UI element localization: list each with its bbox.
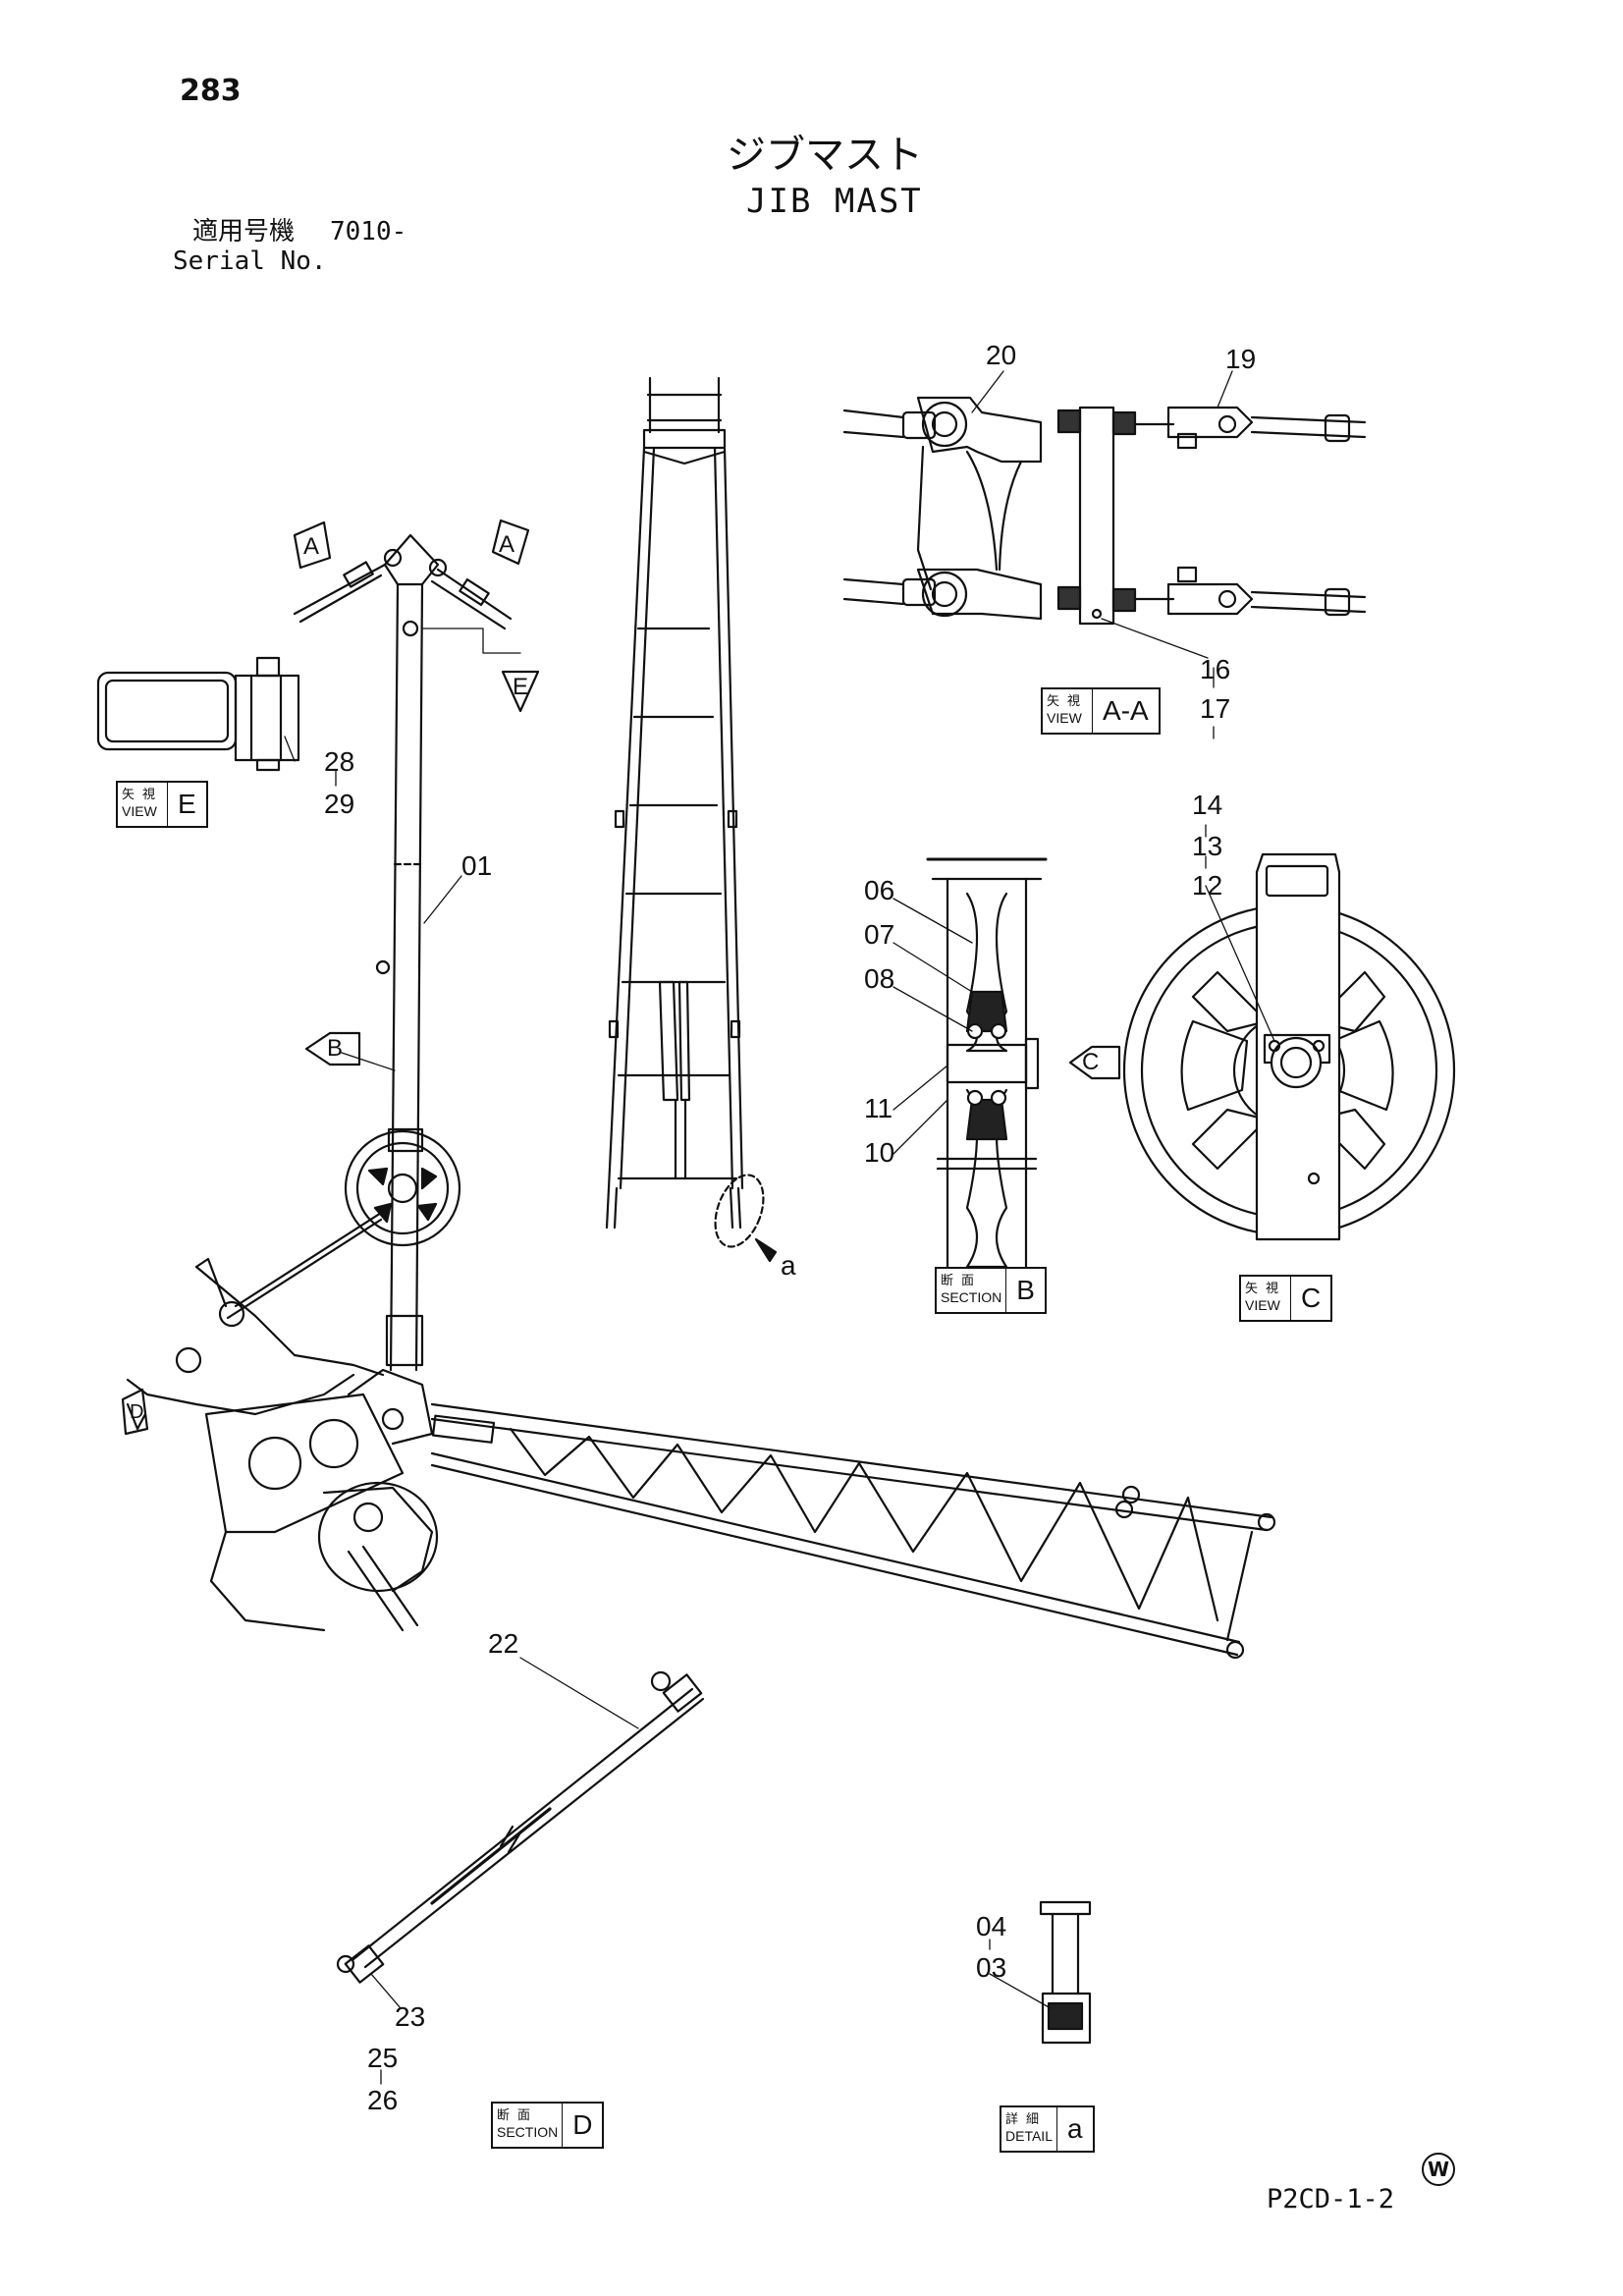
main-mast (293, 533, 521, 1372)
label-kanji: 詳細 (1005, 2112, 1048, 2128)
callout-11: 11 (864, 1093, 893, 1123)
label-kanji: 矢視 (122, 788, 164, 803)
callout-10: 10 (864, 1137, 895, 1168)
label-letter: E (178, 789, 196, 819)
view-c-drawing (1122, 852, 1456, 1241)
view-arrow-a-left (293, 520, 332, 570)
serial-value: 7010- (330, 217, 407, 246)
label-kind: VIEW (122, 803, 157, 820)
label-kind: DETAIL (1005, 2128, 1053, 2145)
label-letter: a (1066, 2113, 1083, 2144)
label-letter: C (1301, 1283, 1322, 1313)
serial-label-en: Serial No. (173, 246, 327, 276)
label-letter: D (572, 2109, 593, 2140)
title-english: JIB MAST (746, 182, 923, 221)
view-e-drawing (96, 656, 300, 772)
callout-23: 23 (395, 2001, 426, 2032)
callout-17: 17 (1200, 693, 1231, 724)
label-kanji: 矢視 (1245, 1282, 1287, 1297)
title-japanese: ジブマスト (727, 133, 923, 178)
callout-29: 29 (324, 789, 355, 819)
label-kanji: 断面 (941, 1274, 983, 1289)
callout-06: 06 (864, 875, 895, 905)
drawing-code: P2CD-1-2 (1267, 2184, 1395, 2214)
label-kanji: 断面 (497, 2108, 539, 2124)
label-kanji: 矢視 (1047, 694, 1089, 710)
serial-label-jp: 適用号機 (192, 217, 296, 246)
callout-13: 13 (1192, 831, 1223, 861)
callout-07: 07 (864, 919, 895, 950)
detail-a-drawing (1039, 1900, 1092, 2045)
arrow-letter-a-right: A (499, 531, 515, 558)
label-kind: VIEW (1047, 710, 1082, 727)
view-arrow-e (501, 670, 540, 713)
arrow-letter-b: B (327, 1035, 344, 1062)
label-kind: SECTION (497, 2124, 559, 2141)
jib-front-elevation (605, 376, 778, 1263)
page-number: 283 (180, 74, 242, 108)
label-letter: B (1016, 1275, 1035, 1305)
callout-25: 25 (367, 2043, 399, 2073)
callout-a: a (781, 1250, 796, 1281)
view-a-a-drawing (842, 396, 1367, 626)
callout-04: 04 (976, 1911, 1007, 1941)
section-d-drawing (336, 1670, 705, 1984)
callout-28: 28 (324, 746, 355, 777)
callout-16: 16 (1200, 654, 1231, 684)
label-letter: A-A (1103, 695, 1149, 726)
callout-14: 14 (1192, 790, 1223, 820)
callout-12: 12 (1192, 870, 1223, 901)
callout-03: 03 (976, 1952, 1007, 1983)
arrow-letter-e: E (513, 674, 529, 700)
callout-22: 22 (488, 1628, 519, 1659)
watermark-mark: W (1422, 2153, 1455, 2186)
arrow-letter-c: C (1082, 1049, 1100, 1075)
callout-19: 19 (1225, 344, 1257, 374)
label-kind: VIEW (1245, 1297, 1280, 1314)
leader-lines (284, 370, 1275, 2085)
mast-sheave (344, 1129, 461, 1247)
lattice-jib (430, 1402, 1276, 1660)
arrow-letter-d: D (130, 1401, 144, 1423)
view-arrow-a-right (491, 519, 530, 566)
arrow-letter-a-left: A (303, 533, 320, 560)
callout-08: 08 (864, 963, 895, 994)
callout-20: 20 (986, 340, 1017, 370)
view-arrow-b (304, 1031, 361, 1066)
backstay (175, 1206, 391, 1374)
base-frame (121, 1257, 439, 1632)
label-kind: SECTION (941, 1289, 1002, 1306)
callout-01: 01 (461, 850, 493, 881)
callout-26: 26 (367, 2085, 399, 2115)
